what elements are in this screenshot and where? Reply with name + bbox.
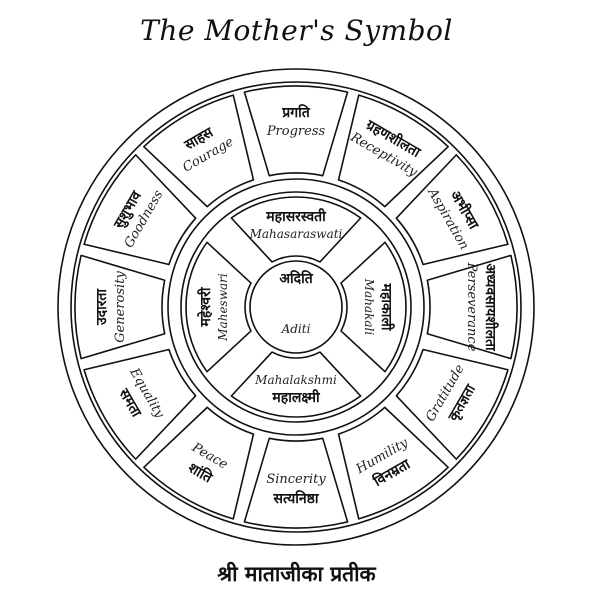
- outer-petal-label: उदारताGenerosity: [94, 271, 128, 343]
- outer-petal: [337, 406, 449, 520]
- inner-petal-latin: Mahakali: [362, 278, 376, 336]
- petal-latin: Sincerity: [266, 472, 326, 487]
- petal-latin: Perseverance: [464, 262, 479, 352]
- petal-latin: Progress: [266, 124, 326, 139]
- outer-petal: [395, 154, 509, 266]
- inner-petal-devanagari: महालक्ष्मी: [271, 389, 321, 406]
- inner-petal-devanagari: महासरस्वती: [265, 208, 327, 225]
- center-devanagari: अदिति: [279, 270, 313, 287]
- inner-petal: [230, 196, 362, 263]
- inner-petal-devanagari: महाकाली: [378, 283, 395, 332]
- inner-petal-latin: Mahasaraswati: [249, 227, 343, 241]
- outer-petal: [83, 154, 197, 266]
- outer-petal: [74, 254, 166, 360]
- outer-petal: [395, 348, 509, 460]
- petal-devanagari: प्रगति: [281, 104, 310, 121]
- inner-ring-outer-circle: [167, 178, 425, 436]
- outer-petal-label: अभीप्साAspiration: [424, 185, 483, 252]
- center-circle: [249, 260, 343, 354]
- outer-petal-label: कृतज्ञताGratitude: [423, 362, 481, 426]
- outer-petal-label: सत्यनिष्ठा Sincerity: [266, 472, 326, 507]
- petal-devanagari: अध्यवसायशीलता: [482, 263, 499, 352]
- outer-petal-label: विनम्रताHumility: [353, 435, 414, 490]
- diagram-caption: श्री माताजीका प्रतीक: [217, 562, 376, 586]
- outer-petal: [426, 254, 518, 360]
- inner-petal-label: महाकालीMahakali: [362, 278, 395, 336]
- inner-petal-latin: Maheswari: [216, 273, 230, 342]
- outer-petal: [243, 437, 349, 529]
- inner-petal-label: महेश्वरीMaheswari: [197, 273, 230, 342]
- outer-petal-label: समताEquality: [115, 365, 167, 421]
- inner-ring-inner-circle: [180, 191, 412, 423]
- outer-petal: [143, 94, 255, 208]
- petal-latin: Generosity: [113, 271, 128, 343]
- petal-devanagari: सत्यनिष्ठा: [273, 490, 320, 507]
- outer-petal-label: शांतिPeace: [185, 440, 230, 487]
- outer-petal: [143, 406, 255, 520]
- petal-devanagari: उदारता: [94, 288, 110, 326]
- outer-ring-circle: [70, 81, 522, 533]
- center-latin: Aditi: [281, 322, 311, 336]
- inner-petal: [185, 241, 252, 373]
- inner-petal-label: महालक्ष्मी Mahalakshmi: [254, 373, 337, 406]
- inner-petal-label: महासरस्वती Mahasaraswati: [249, 208, 343, 241]
- outer-petal: [83, 348, 197, 460]
- outer-petal: [337, 94, 449, 208]
- outer-petal-label: अध्यवसायशीलताPerseverance: [464, 262, 499, 352]
- diagram-title: The Mother's Symbol: [140, 14, 453, 47]
- outer-circle: [57, 68, 535, 546]
- inner-petal: [230, 351, 362, 418]
- inner-petal-devanagari: महेश्वरी: [197, 286, 214, 327]
- outer-petal-label: प्रगति Progress: [266, 104, 326, 139]
- outer-petal: [243, 85, 349, 177]
- inner-petal: [340, 241, 407, 373]
- inner-petal-latin: Mahalakshmi: [254, 373, 337, 387]
